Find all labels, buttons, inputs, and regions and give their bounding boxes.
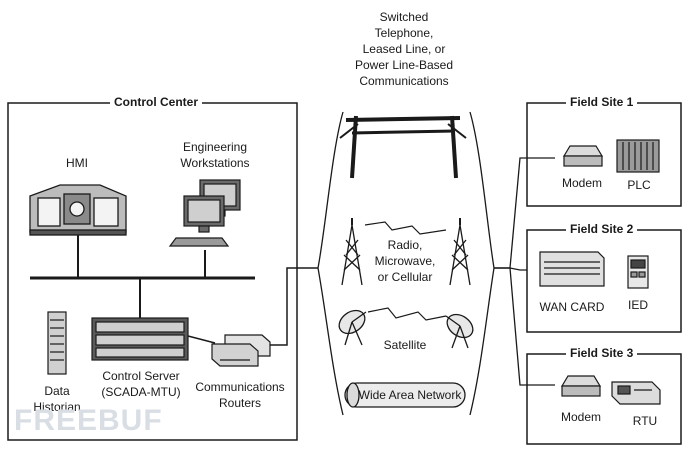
radio-label-line2: Microwave,	[374, 254, 436, 268]
switched-label-line5: Communications	[359, 74, 449, 88]
satellite-dish-left-icon	[338, 309, 367, 346]
field-site-3-title: Field Site 3	[566, 346, 638, 360]
network-cloud-left	[317, 111, 344, 416]
field-site-2-wan-card-label: WAN CARD	[539, 300, 605, 314]
switched-label-line4: Power Line-Based	[354, 58, 454, 72]
data-historian-icon	[47, 311, 67, 375]
rtu-icon	[611, 381, 661, 405]
switched-label-line2: Telephone,	[374, 26, 434, 40]
control-server-icon	[91, 317, 189, 361]
field-site-3-modem-label: Modem	[560, 410, 601, 424]
router-network-link	[270, 267, 318, 346]
satellite-dish-right-icon	[445, 313, 474, 349]
modem-1-icon	[562, 145, 604, 167]
wan-cylinder-icon	[344, 382, 466, 408]
field-site-1-plc-label: PLC	[627, 178, 651, 192]
data-historian-label-line2: Historian	[33, 400, 81, 414]
field-site-3-rtu-label: RTU	[632, 414, 658, 428]
field-site-1-title: Field Site 1	[566, 95, 638, 109]
radio-label-line1: Radio,	[387, 238, 423, 252]
modem-3-icon	[560, 375, 602, 397]
field-site-2-ied-label: IED	[627, 298, 648, 312]
satellite-label: Satellite	[383, 338, 427, 352]
network-cloud-right	[469, 111, 495, 416]
routers-label-line1: Communications	[195, 380, 285, 394]
field-site-2-title: Field Site 2	[566, 222, 638, 236]
workstations-label-line2: Workstations	[180, 156, 250, 170]
communications-routers-icon	[211, 334, 271, 367]
engineering-workstation-icon	[168, 179, 241, 247]
radio-tower-left-icon	[341, 218, 363, 286]
server-router-link	[187, 335, 216, 344]
radio-signal-icon	[364, 221, 447, 235]
control-center-title: Control Center	[110, 95, 202, 109]
switched-label-line1: Switched	[379, 10, 429, 24]
control-server-label-line2: (SCADA-MTU)	[101, 385, 181, 399]
hmi-label: HMI	[66, 156, 88, 170]
watermark: FREEBUF	[14, 404, 163, 437]
field-site-1-modem-label: Modem	[561, 176, 602, 190]
wan-card-icon	[539, 251, 605, 287]
routers-label-line2: Routers	[218, 396, 262, 410]
wan-label: Wide Area Network	[358, 388, 462, 402]
radio-label-line3: or Cellular	[377, 270, 433, 284]
data-historian-label-line1: Data	[44, 384, 70, 398]
radio-tower-right-icon	[449, 218, 471, 286]
ied-icon	[627, 255, 649, 289]
plc-icon	[616, 139, 660, 173]
switched-label-line3: Leased Line, or	[362, 42, 446, 56]
workstations-label-line1: Engineering	[182, 140, 248, 154]
power-line-icon	[339, 115, 467, 179]
link-field-site-3	[494, 267, 555, 386]
hmi-console-icon	[29, 184, 127, 236]
satellite-signal-icon	[367, 307, 447, 321]
control-server-label-line1: Control Server	[102, 369, 180, 383]
